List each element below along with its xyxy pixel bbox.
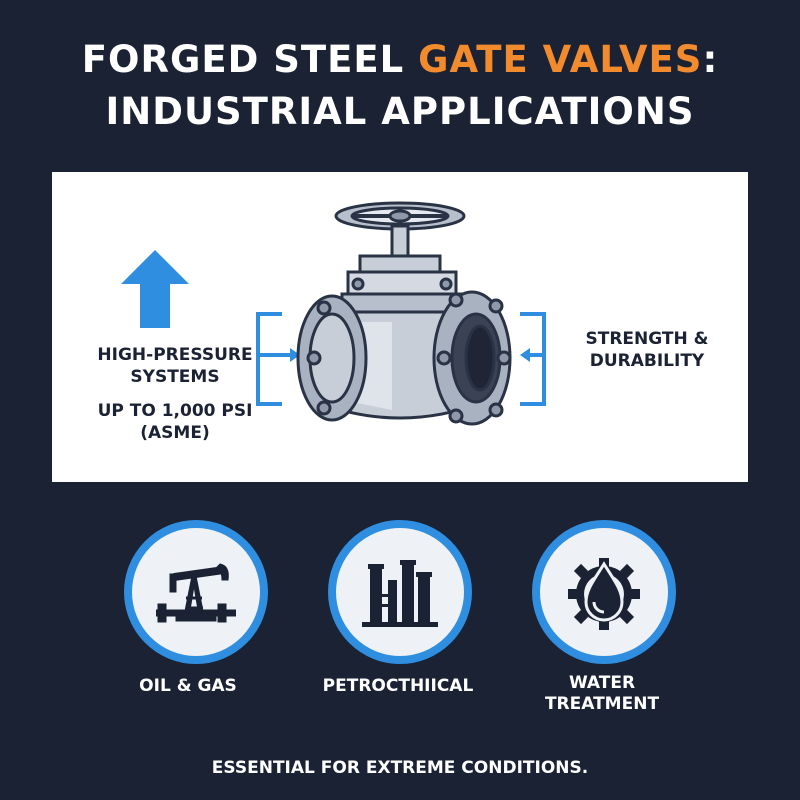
right-bracket-arrow [520,312,546,406]
title-prefix: FORGED STEEL [81,38,419,81]
high-pressure-label: HIGH-PRESSURE SYSTEMS [97,345,253,387]
title-suffix: : [702,38,719,81]
category-water-treatment: WATER TREATMENT [544,673,660,714]
title-line-2: INDUSTRIAL APPLICATIONS [105,90,695,133]
gate-valve-illustration [296,201,512,426]
oil-gas-circle [124,520,268,664]
water-drop-gear-icon [568,558,640,630]
title-line-1: FORGED STEEL GATE VALVES: [0,34,800,86]
pressure-rating: UP TO 1,000 PSI (ASME) [97,401,253,443]
valve-panel: HIGH-PRESSURE SYSTEMS UP TO 1,000 PSI (A… [52,172,748,482]
category-oil-gas: OIL & GAS [139,676,237,696]
footer-tagline: ESSENTIAL FOR EXTREME CONDITIONS. [211,758,589,778]
petrochemical-circle [328,520,472,664]
page-title: FORGED STEEL GATE VALVES: INDUSTRIAL APP… [0,34,800,138]
strength-label: STRENGTH & DURABILITY [585,329,709,371]
refinery-icon [362,560,438,627]
water-treatment-circle [532,520,676,664]
title-accent: GATE VALVES [418,38,703,81]
up-arrow-icon [121,250,189,328]
valve-diagram [121,201,546,426]
category-petrochemical: PETROCTHIICAL [322,676,474,696]
left-bracket-arrow [256,312,300,406]
oil-pumpjack-icon [156,563,236,623]
